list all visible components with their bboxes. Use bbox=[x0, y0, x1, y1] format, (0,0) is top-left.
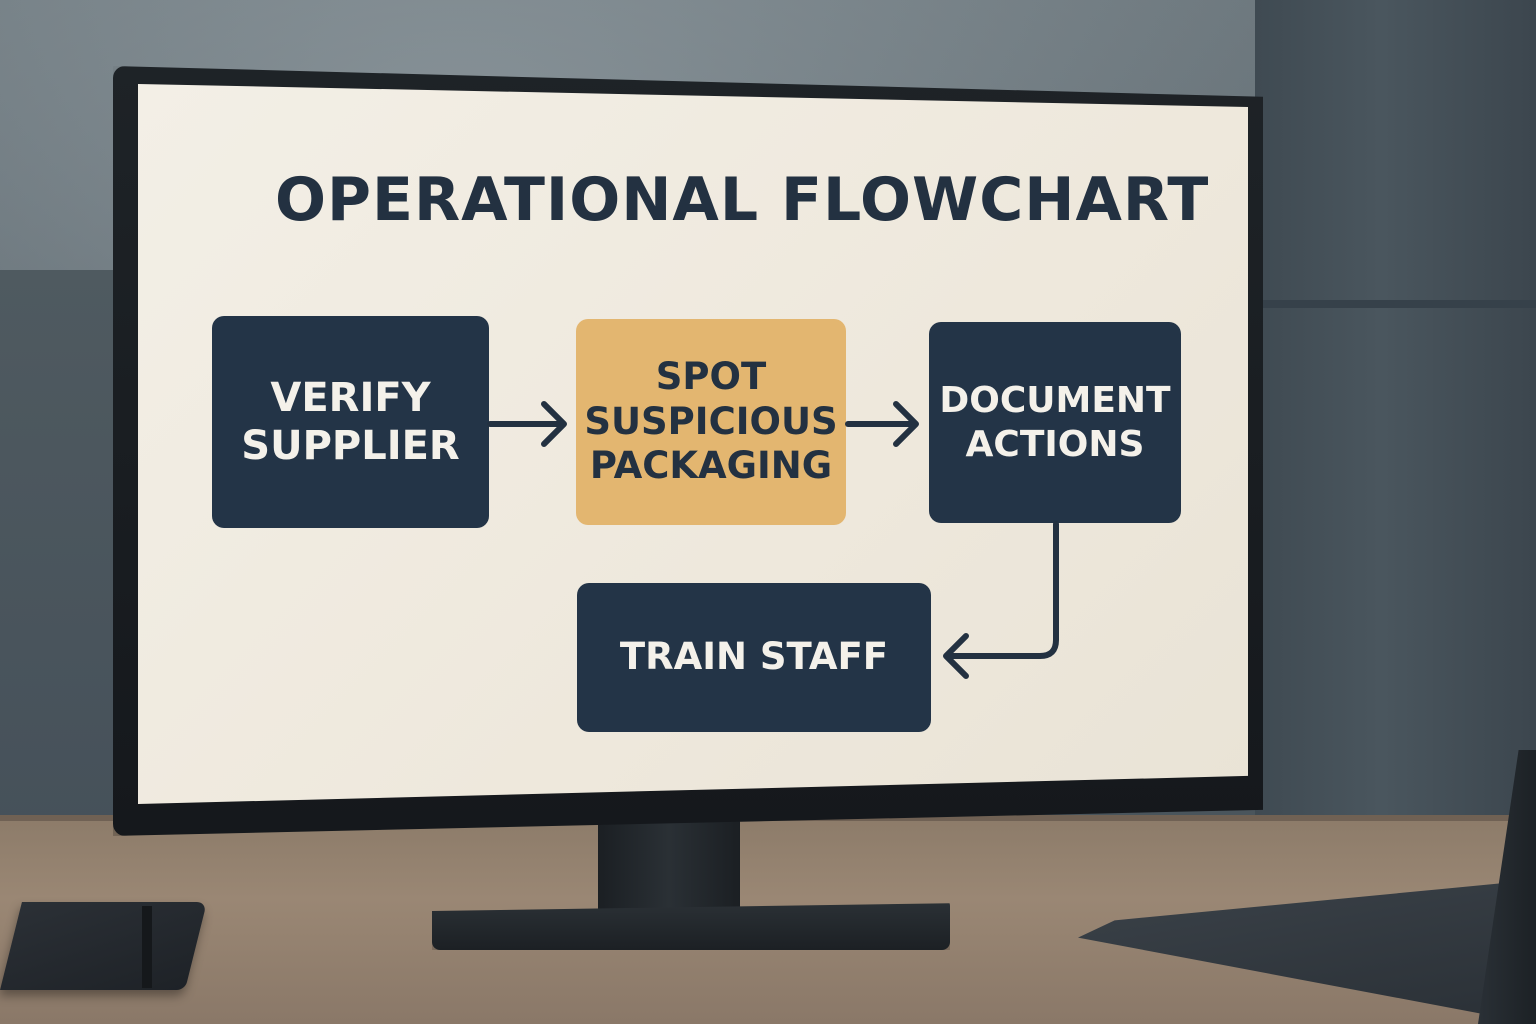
node-spot-suspicious-packaging: SPOT SUSPICIOUS PACKAGING bbox=[576, 319, 846, 525]
monitor-stand-base bbox=[432, 903, 950, 950]
notebook bbox=[0, 902, 207, 990]
node-verify-supplier: VERIFY SUPPLIER bbox=[212, 316, 489, 528]
monitor-stand-neck bbox=[598, 812, 740, 912]
flowchart-title: OPERATIONAL FLOWCHART bbox=[275, 165, 1210, 235]
notebook-strap bbox=[142, 906, 152, 988]
wall-panel-right bbox=[1255, 0, 1536, 860]
node-label: TRAIN STAFF bbox=[619, 635, 889, 679]
node-document-actions: DOCUMENT ACTIONS bbox=[929, 322, 1181, 523]
wall-shelf bbox=[1255, 300, 1536, 308]
node-label: VERIFY SUPPLIER bbox=[241, 375, 460, 469]
wall-panel-left bbox=[0, 270, 125, 830]
node-train-staff: TRAIN STAFF bbox=[577, 583, 931, 732]
node-label: SPOT SUSPICIOUS PACKAGING bbox=[584, 355, 838, 488]
node-label: DOCUMENT ACTIONS bbox=[939, 380, 1171, 465]
